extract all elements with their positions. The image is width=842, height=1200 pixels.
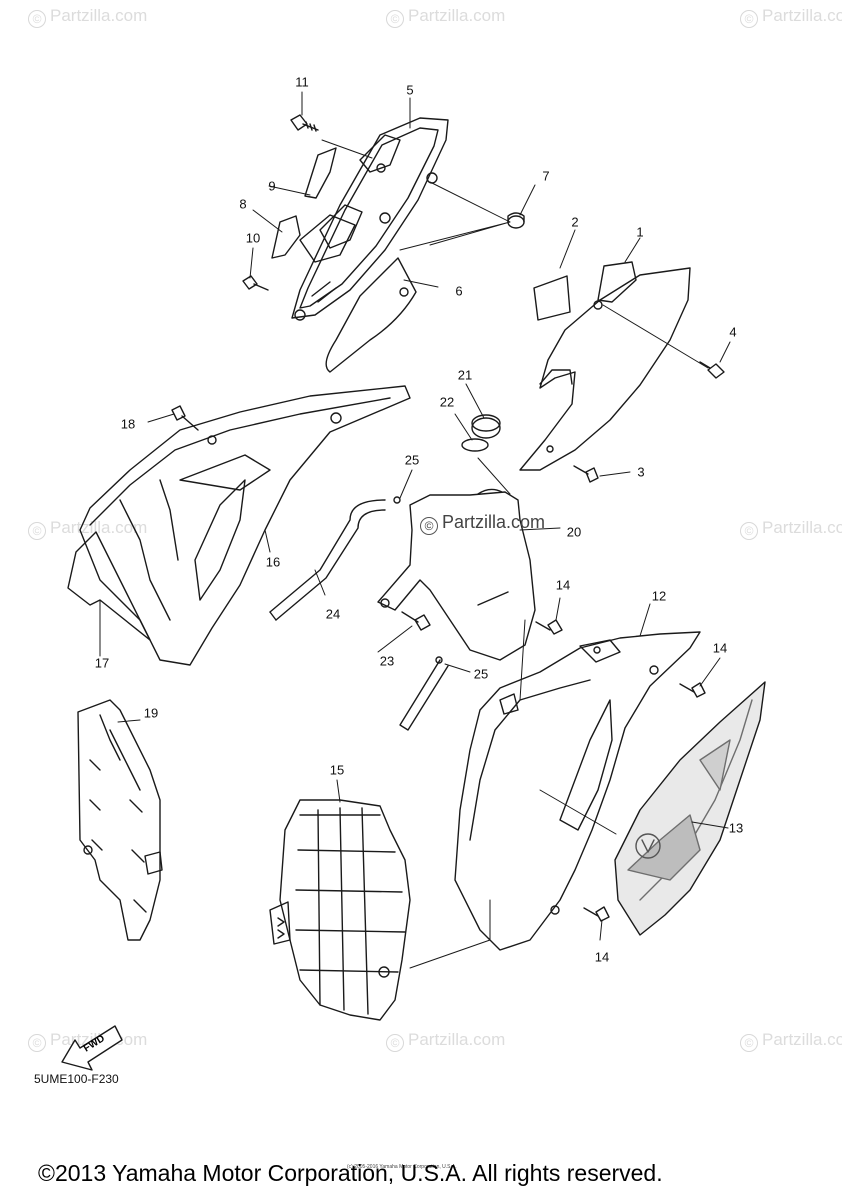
callout-14: 14 [712,640,728,656]
copyright-symbol: © [740,10,758,28]
part-14-bolt [679,682,706,698]
part-1-side-panel [519,261,691,471]
callout-16: 16 [265,554,281,570]
part-16-left-shroud [79,385,411,666]
callout-25: 25 [473,666,489,682]
part-4-bolt [699,361,725,379]
callout-14: 14 [555,577,571,593]
watermark: ©Partzilla.com [740,6,842,28]
leader-lines [99,91,731,969]
callout-3: 3 [637,464,645,480]
callout-4: 4 [729,324,737,340]
part-12-right-shroud [454,631,701,951]
copyright-symbol: © [28,10,46,28]
part-8-pad [271,215,301,259]
callout-7: 7 [542,168,550,184]
callout-17: 17 [94,655,110,671]
callout-21: 21 [457,367,473,383]
watermark: ©Partzilla.com [28,6,147,28]
callout-14: 14 [594,949,610,965]
part-18-bolt [171,405,199,431]
part-6-plate [325,257,417,373]
part-3-bolt [573,465,599,483]
callout-20: 20 [566,524,582,540]
callout-1: 1 [636,224,644,240]
part-2-pad [533,275,571,321]
part-17-decal [67,531,151,641]
tiny-copyright-note: (c) 2005-2016 Yamaha Motor Corporation, … [347,1164,457,1170]
watermark: ©Partzilla.com [740,1030,842,1052]
callout-11: 11 [295,74,309,90]
part-23-bolt [401,611,431,631]
callout-8: 8 [239,196,247,212]
callout-25: 25 [404,452,420,468]
callout-12: 12 [651,588,667,604]
part-10-bolt [242,275,269,291]
part-21-fuel-cap [471,414,501,439]
watermark: ©Partzilla.com [386,1030,505,1052]
watermark: ©Partzilla.com [740,518,842,540]
fwd-arrow-icon [61,1025,123,1071]
copyright-symbol: © [28,1034,46,1052]
fwd-label: FWD [82,1033,107,1054]
copyright-footer: ©2013 Yamaha Motor Corporation, U.S.A. A… [38,1160,663,1186]
copyright-symbol: © [740,522,758,540]
diagram-code: 5UME100-F230 [34,1072,119,1086]
callout-23: 23 [379,653,395,669]
callout-18: 18 [120,416,136,432]
part-22-seal [461,438,489,452]
callout-6: 6 [455,283,463,299]
fuel-hose [399,659,449,731]
callout-2: 2 [571,214,579,230]
part-9-pad [304,147,337,199]
callout-24: 24 [325,606,341,622]
part-14-bolt [535,619,563,635]
copyright-symbol: © [420,517,438,535]
copyright-symbol: © [740,1034,758,1052]
part-11-bolt [290,114,319,132]
callout-5: 5 [406,82,414,98]
callout-9: 9 [268,178,276,194]
copyright-symbol: © [28,522,46,540]
part-14-bolt [583,906,610,922]
part-15-radiator-guard [269,799,411,1021]
copyright-symbol: © [386,10,404,28]
watermark: ©Partzilla.com [28,518,147,540]
callout-15: 15 [329,762,345,778]
center-watermark: ©Partzilla.com [420,512,545,535]
part-24-hose [269,499,386,621]
watermark: ©Partzilla.com [386,6,505,28]
callout-19: 19 [143,705,159,721]
part-5-side-cover [291,117,449,321]
part-25-clip [393,496,443,664]
part-13-decal [614,681,766,936]
part-19-radiator-guard [77,699,163,941]
callout-22: 22 [439,394,455,410]
callout-13: 13 [728,820,744,836]
copyright-symbol: © [386,1034,404,1052]
part-20-fuel-tank [377,488,536,661]
callout-10: 10 [245,230,261,246]
